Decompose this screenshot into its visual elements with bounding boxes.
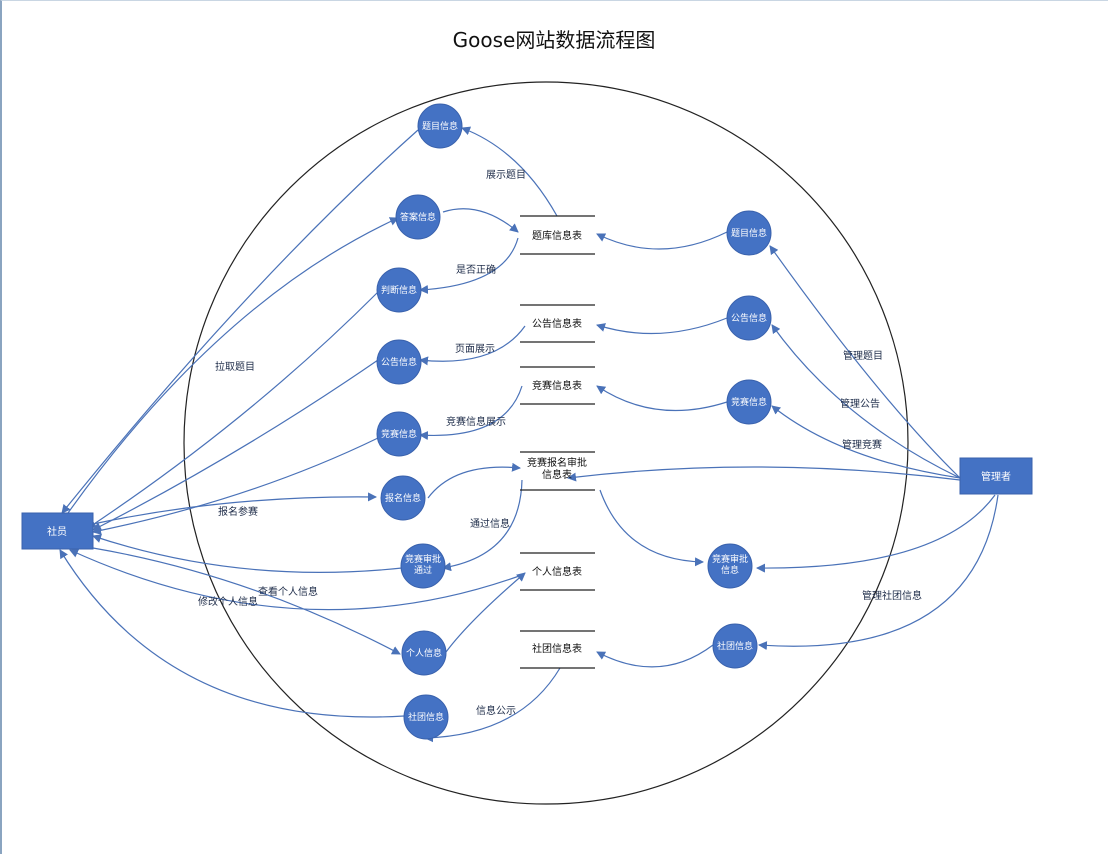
flow-contest-right-to-store xyxy=(596,385,728,412)
process-approval-pass xyxy=(400,543,446,589)
store-label-notice-table: 公告信息表 xyxy=(532,317,582,330)
flow-label-view-personal: 查看个人信息 xyxy=(258,585,318,598)
process-contest-info-right xyxy=(726,379,772,425)
process-label-club-info-right: 社团信息 xyxy=(717,640,753,652)
store-label-club-table: 社团信息表 xyxy=(532,642,582,655)
flow-approval-store-to-approval-right xyxy=(599,489,704,567)
process-club-info-right xyxy=(712,623,758,669)
flow-question-right-to-store xyxy=(596,231,728,250)
flow-member-edit-personal xyxy=(92,547,401,655)
process-club-info-left xyxy=(403,694,449,740)
diagram-title: Goose网站数据流程图 xyxy=(452,28,656,52)
process-label-signup-info: 报名信息 xyxy=(385,492,421,504)
data-store-approval-table xyxy=(520,451,595,491)
store-label-approval-table: 竞赛报名审批信息表 xyxy=(527,456,587,481)
flow-signup-to-approval-store xyxy=(427,462,521,499)
flow-label-signup: 报名参赛 xyxy=(218,505,258,518)
flow-contest-store-to-contest xyxy=(419,385,523,440)
flow-label-edit-personal: 修改个人信息 xyxy=(198,595,258,608)
entity-admin-label: 管理者 xyxy=(981,470,1011,483)
flow-admin-to-contest-right xyxy=(771,405,961,479)
process-notice-info-left xyxy=(376,339,422,385)
flow-label-passed: 通过信息 xyxy=(470,517,510,530)
process-label-approval-pass: 竞赛审批通过 xyxy=(405,553,441,576)
flow-question-store-to-judge xyxy=(419,237,519,295)
data-store-personal-table xyxy=(520,552,595,591)
flow-label-contest-display: 竞赛信息展示 xyxy=(446,415,506,428)
flow-answer-to-question-store xyxy=(442,208,519,233)
flow-approval-store-to-pass xyxy=(442,479,523,572)
flow-label-show-questions: 展示题目 xyxy=(486,169,526,181)
flow-member-get-questions xyxy=(67,217,399,514)
flow-label-publicize: 信息公示 xyxy=(476,704,516,717)
flow-admin-to-approval-right xyxy=(756,494,996,573)
flow-club-store-to-club-info xyxy=(424,667,561,743)
flow-admin-to-question-right xyxy=(769,245,961,479)
flow-contest-to-member xyxy=(92,437,379,535)
process-label-club-info-left: 社团信息 xyxy=(408,711,444,723)
flow-personal-store-to-member xyxy=(69,549,523,611)
entity-admin xyxy=(959,457,1033,495)
flow-label-is-correct: 是否正确 xyxy=(456,263,496,276)
flow-label-manage-notices: 管理公告 xyxy=(840,397,880,410)
flow-admin-to-approval-store xyxy=(567,466,961,482)
data-store-contest-table xyxy=(520,366,595,405)
flow-club-info-to-member xyxy=(59,549,405,718)
data-store-club-table xyxy=(520,630,595,669)
entity-member-label: 社员 xyxy=(47,525,67,538)
process-approval-info-right xyxy=(707,543,753,589)
process-label-notice-info-right: 公告信息 xyxy=(731,312,767,324)
process-label-answer-info: 答案信息 xyxy=(400,211,436,223)
process-label-notice-info-left: 公告信息 xyxy=(381,356,417,368)
process-question-info-left xyxy=(417,103,463,149)
data-store-notice-table xyxy=(520,304,595,343)
flow-label-manage-questions: 管理题目 xyxy=(843,349,883,362)
flow-store-to-question-info xyxy=(461,126,558,217)
flow-label-get-questions: 拉取题目 xyxy=(215,360,255,373)
flow-admin-to-club-right xyxy=(758,494,999,651)
flow-label-manage-contests: 管理竞赛 xyxy=(842,438,882,451)
process-label-question-info-left: 题目信息 xyxy=(422,120,458,132)
process-contest-info-left xyxy=(376,411,422,457)
flow-member-signup xyxy=(92,492,377,525)
process-notice-info-right xyxy=(726,295,772,341)
flow-judge-to-member xyxy=(87,291,379,529)
flow-notice-right-to-store xyxy=(596,317,728,335)
flow-notice-store-to-notice xyxy=(419,325,526,366)
process-label-question-info-right: 题目信息 xyxy=(731,227,767,239)
store-label-question-table: 题库信息表 xyxy=(532,229,582,242)
store-label-personal-table: 个人信息表 xyxy=(532,565,582,578)
process-question-info-right xyxy=(726,210,772,256)
process-label-contest-info-right: 竞赛信息 xyxy=(731,396,767,408)
process-label-judge-info: 判断信息 xyxy=(381,284,417,296)
flow-pass-to-member xyxy=(92,534,403,573)
store-label-contest-table: 竞赛信息表 xyxy=(532,379,582,392)
entity-member xyxy=(21,512,94,550)
flow-label-manage-club: 管理社团信息 xyxy=(862,589,922,602)
process-judge-info xyxy=(376,267,422,313)
data-store-question-table xyxy=(520,215,595,255)
system-boundary xyxy=(183,81,909,805)
flow-admin-to-notice-right xyxy=(771,324,961,479)
flow-personal-to-personal-store xyxy=(445,572,526,653)
process-label-personal-info: 个人信息 xyxy=(406,647,442,659)
process-answer-info xyxy=(395,194,441,240)
flow-question-info-to-member xyxy=(61,129,419,514)
process-personal-info xyxy=(401,630,447,676)
process-signup-info xyxy=(380,475,426,521)
process-label-contest-info-left: 竞赛信息 xyxy=(381,428,417,440)
flow-notice-to-member xyxy=(92,359,379,531)
process-label-approval-info-right: 竞赛审批信息 xyxy=(712,553,748,576)
flow-club-right-to-store xyxy=(596,644,714,668)
flow-label-page-display: 页面展示 xyxy=(455,343,495,355)
